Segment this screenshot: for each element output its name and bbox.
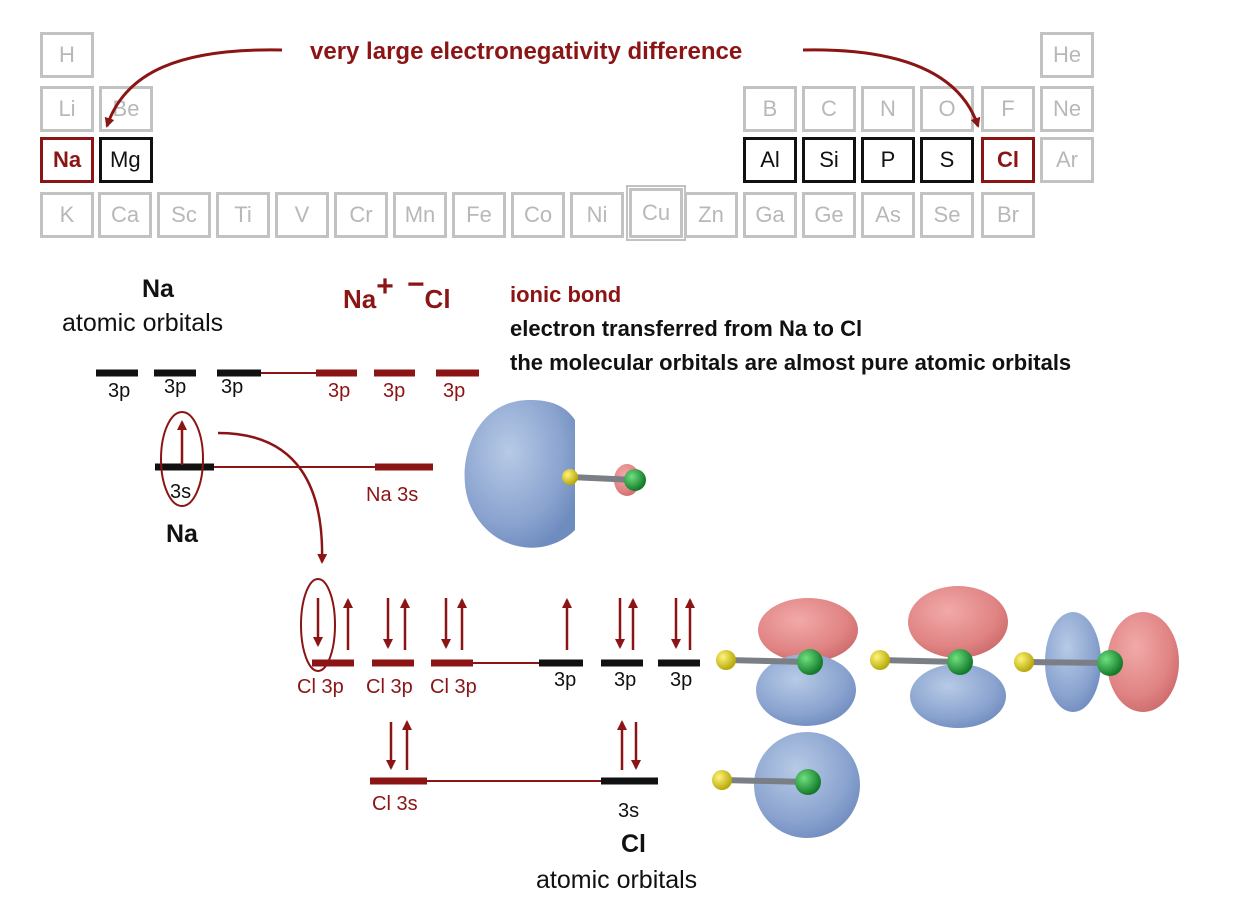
element-zn: Zn bbox=[684, 192, 738, 238]
label-mo-cl3p-3: Cl 3p bbox=[430, 676, 477, 698]
element-b: B bbox=[743, 86, 797, 132]
orbital-cl3p-2 bbox=[870, 586, 1008, 728]
element-sc: Sc bbox=[157, 192, 211, 238]
element-ga: Ga bbox=[743, 192, 797, 238]
cl-electron-circle bbox=[300, 578, 336, 672]
element-mg: Mg bbox=[99, 137, 153, 183]
element-ne: Ne bbox=[1040, 86, 1094, 132]
label-cl-3p-3: 3p bbox=[670, 669, 693, 691]
label-na-3p-2: 3p bbox=[164, 376, 187, 398]
note-pure-orbitals: the molecular orbitals are almost pure a… bbox=[510, 350, 1072, 375]
ion-anion: Cl bbox=[424, 284, 451, 314]
en-arrow-left bbox=[104, 48, 283, 128]
label-cl-3s: 3s bbox=[618, 800, 640, 822]
label-mo-3p-3: 3p bbox=[443, 380, 466, 402]
element-cr: Cr bbox=[334, 192, 388, 238]
element-ar: Ar bbox=[1040, 137, 1094, 183]
element-cu: Cu bbox=[626, 185, 686, 241]
note-ionic-bond: ionic bond bbox=[510, 282, 622, 307]
element-c: C bbox=[802, 86, 856, 132]
orbital-na3s bbox=[464, 400, 646, 548]
element-co: Co bbox=[511, 192, 565, 238]
label-cl-3p-1: 3p bbox=[554, 669, 577, 691]
element-as: As bbox=[861, 192, 915, 238]
element-he: He bbox=[1040, 32, 1094, 78]
element-se: Se bbox=[920, 192, 974, 238]
note-electron-transfer: electron transferred from Na to Cl bbox=[510, 316, 863, 341]
element-ge: Ge bbox=[802, 192, 856, 238]
na-electron-circle bbox=[160, 411, 204, 507]
element-k: K bbox=[40, 192, 94, 238]
ion-pair-label: Na+ −Cl bbox=[343, 268, 451, 314]
element-br: Br bbox=[981, 192, 1035, 238]
element-al: Al bbox=[743, 137, 797, 183]
label-cl-3p-2: 3p bbox=[614, 669, 637, 691]
ion-cation: Na bbox=[343, 284, 377, 314]
en-arrow-right bbox=[802, 48, 981, 128]
orbital-cl3s bbox=[712, 732, 860, 838]
na-header-title: Na bbox=[142, 275, 174, 303]
element-na: Na bbox=[40, 137, 94, 183]
ion-anion-charge: − bbox=[407, 268, 425, 301]
element-o: O bbox=[920, 86, 974, 132]
label-mo-3p-1: 3p bbox=[328, 380, 351, 402]
label-mo-cl3p-1: Cl 3p bbox=[297, 676, 344, 698]
ion-cation-charge: + bbox=[376, 270, 394, 303]
orbital-cl3p-1 bbox=[716, 598, 858, 726]
element-ca: Ca bbox=[98, 192, 152, 238]
element-mn: Mn bbox=[393, 192, 447, 238]
label-mo-cl3p-2: Cl 3p bbox=[366, 676, 413, 698]
label-na: Na bbox=[166, 520, 198, 548]
element-s: S bbox=[920, 137, 974, 183]
element-si: Si bbox=[802, 137, 856, 183]
cl-footer-title: Cl bbox=[621, 830, 646, 858]
label-na-3s: 3s bbox=[170, 481, 192, 503]
element-h: H bbox=[40, 32, 94, 78]
label-mo-na3s: Na 3s bbox=[366, 484, 419, 506]
label-mo-3p-2: 3p bbox=[383, 380, 406, 402]
element-f: F bbox=[981, 86, 1035, 132]
label-mo-cl3s: Cl 3s bbox=[372, 793, 418, 815]
element-ti: Ti bbox=[216, 192, 270, 238]
na-header-subtitle: atomic orbitals bbox=[62, 309, 224, 337]
element-cl: Cl bbox=[981, 137, 1035, 183]
cl-footer-subtitle: atomic orbitals bbox=[536, 866, 698, 894]
orbital-cl3p-3 bbox=[1014, 612, 1179, 712]
en-difference-label: very large electronegativity difference bbox=[306, 38, 747, 66]
element-n: N bbox=[861, 86, 915, 132]
transfer-arrow bbox=[217, 431, 328, 564]
element-v: V bbox=[275, 192, 329, 238]
element-p: P bbox=[861, 137, 915, 183]
element-ni: Ni bbox=[570, 192, 624, 238]
label-na-3p-1: 3p bbox=[108, 380, 131, 402]
element-fe: Fe bbox=[452, 192, 506, 238]
element-li: Li bbox=[40, 86, 94, 132]
label-na-3p-3: 3p bbox=[221, 376, 244, 398]
